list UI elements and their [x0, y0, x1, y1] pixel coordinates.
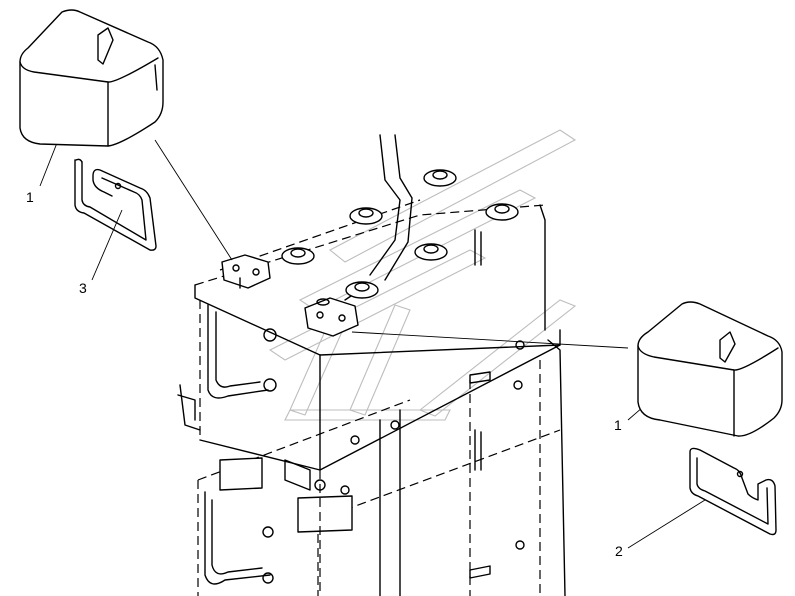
lower-terminal-block-right — [297, 495, 353, 533]
leader-line-cover-right — [351, 331, 629, 349]
callout-label: 3 — [79, 280, 87, 296]
callout-label: 2 — [615, 543, 623, 559]
battery — [177, 199, 566, 596]
leader-lines — [39, 109, 706, 549]
terminal-left — [221, 254, 271, 289]
terminal-right — [304, 297, 359, 337]
terminal-cover-upper-left — [19, 9, 164, 147]
leader-line-2 — [627, 499, 706, 549]
cover-tab — [719, 331, 736, 363]
leader-line-cover-left — [154, 139, 233, 261]
cover-clip-3 — [74, 158, 157, 251]
vent-cap — [423, 169, 457, 187]
cover-tab — [97, 27, 114, 65]
watermark-logo — [268, 129, 577, 421]
leader-line-3 — [91, 209, 123, 281]
vent-cap — [349, 207, 383, 225]
callout-label: 1 — [26, 189, 34, 205]
vent-caps — [281, 169, 519, 299]
vent-cap — [281, 247, 315, 265]
vent-cap — [414, 243, 448, 261]
vent-cap — [485, 203, 519, 221]
terminal-cover-right — [637, 301, 783, 437]
vent-cap — [345, 281, 379, 299]
battery-terminals — [221, 254, 359, 337]
lower-terminal-block — [219, 457, 263, 491]
cover-clip-2 — [689, 447, 777, 536]
callout-label: 1 — [614, 417, 622, 433]
lower-battery — [197, 399, 561, 596]
callouts: 1 3 1 2 — [26, 189, 623, 559]
